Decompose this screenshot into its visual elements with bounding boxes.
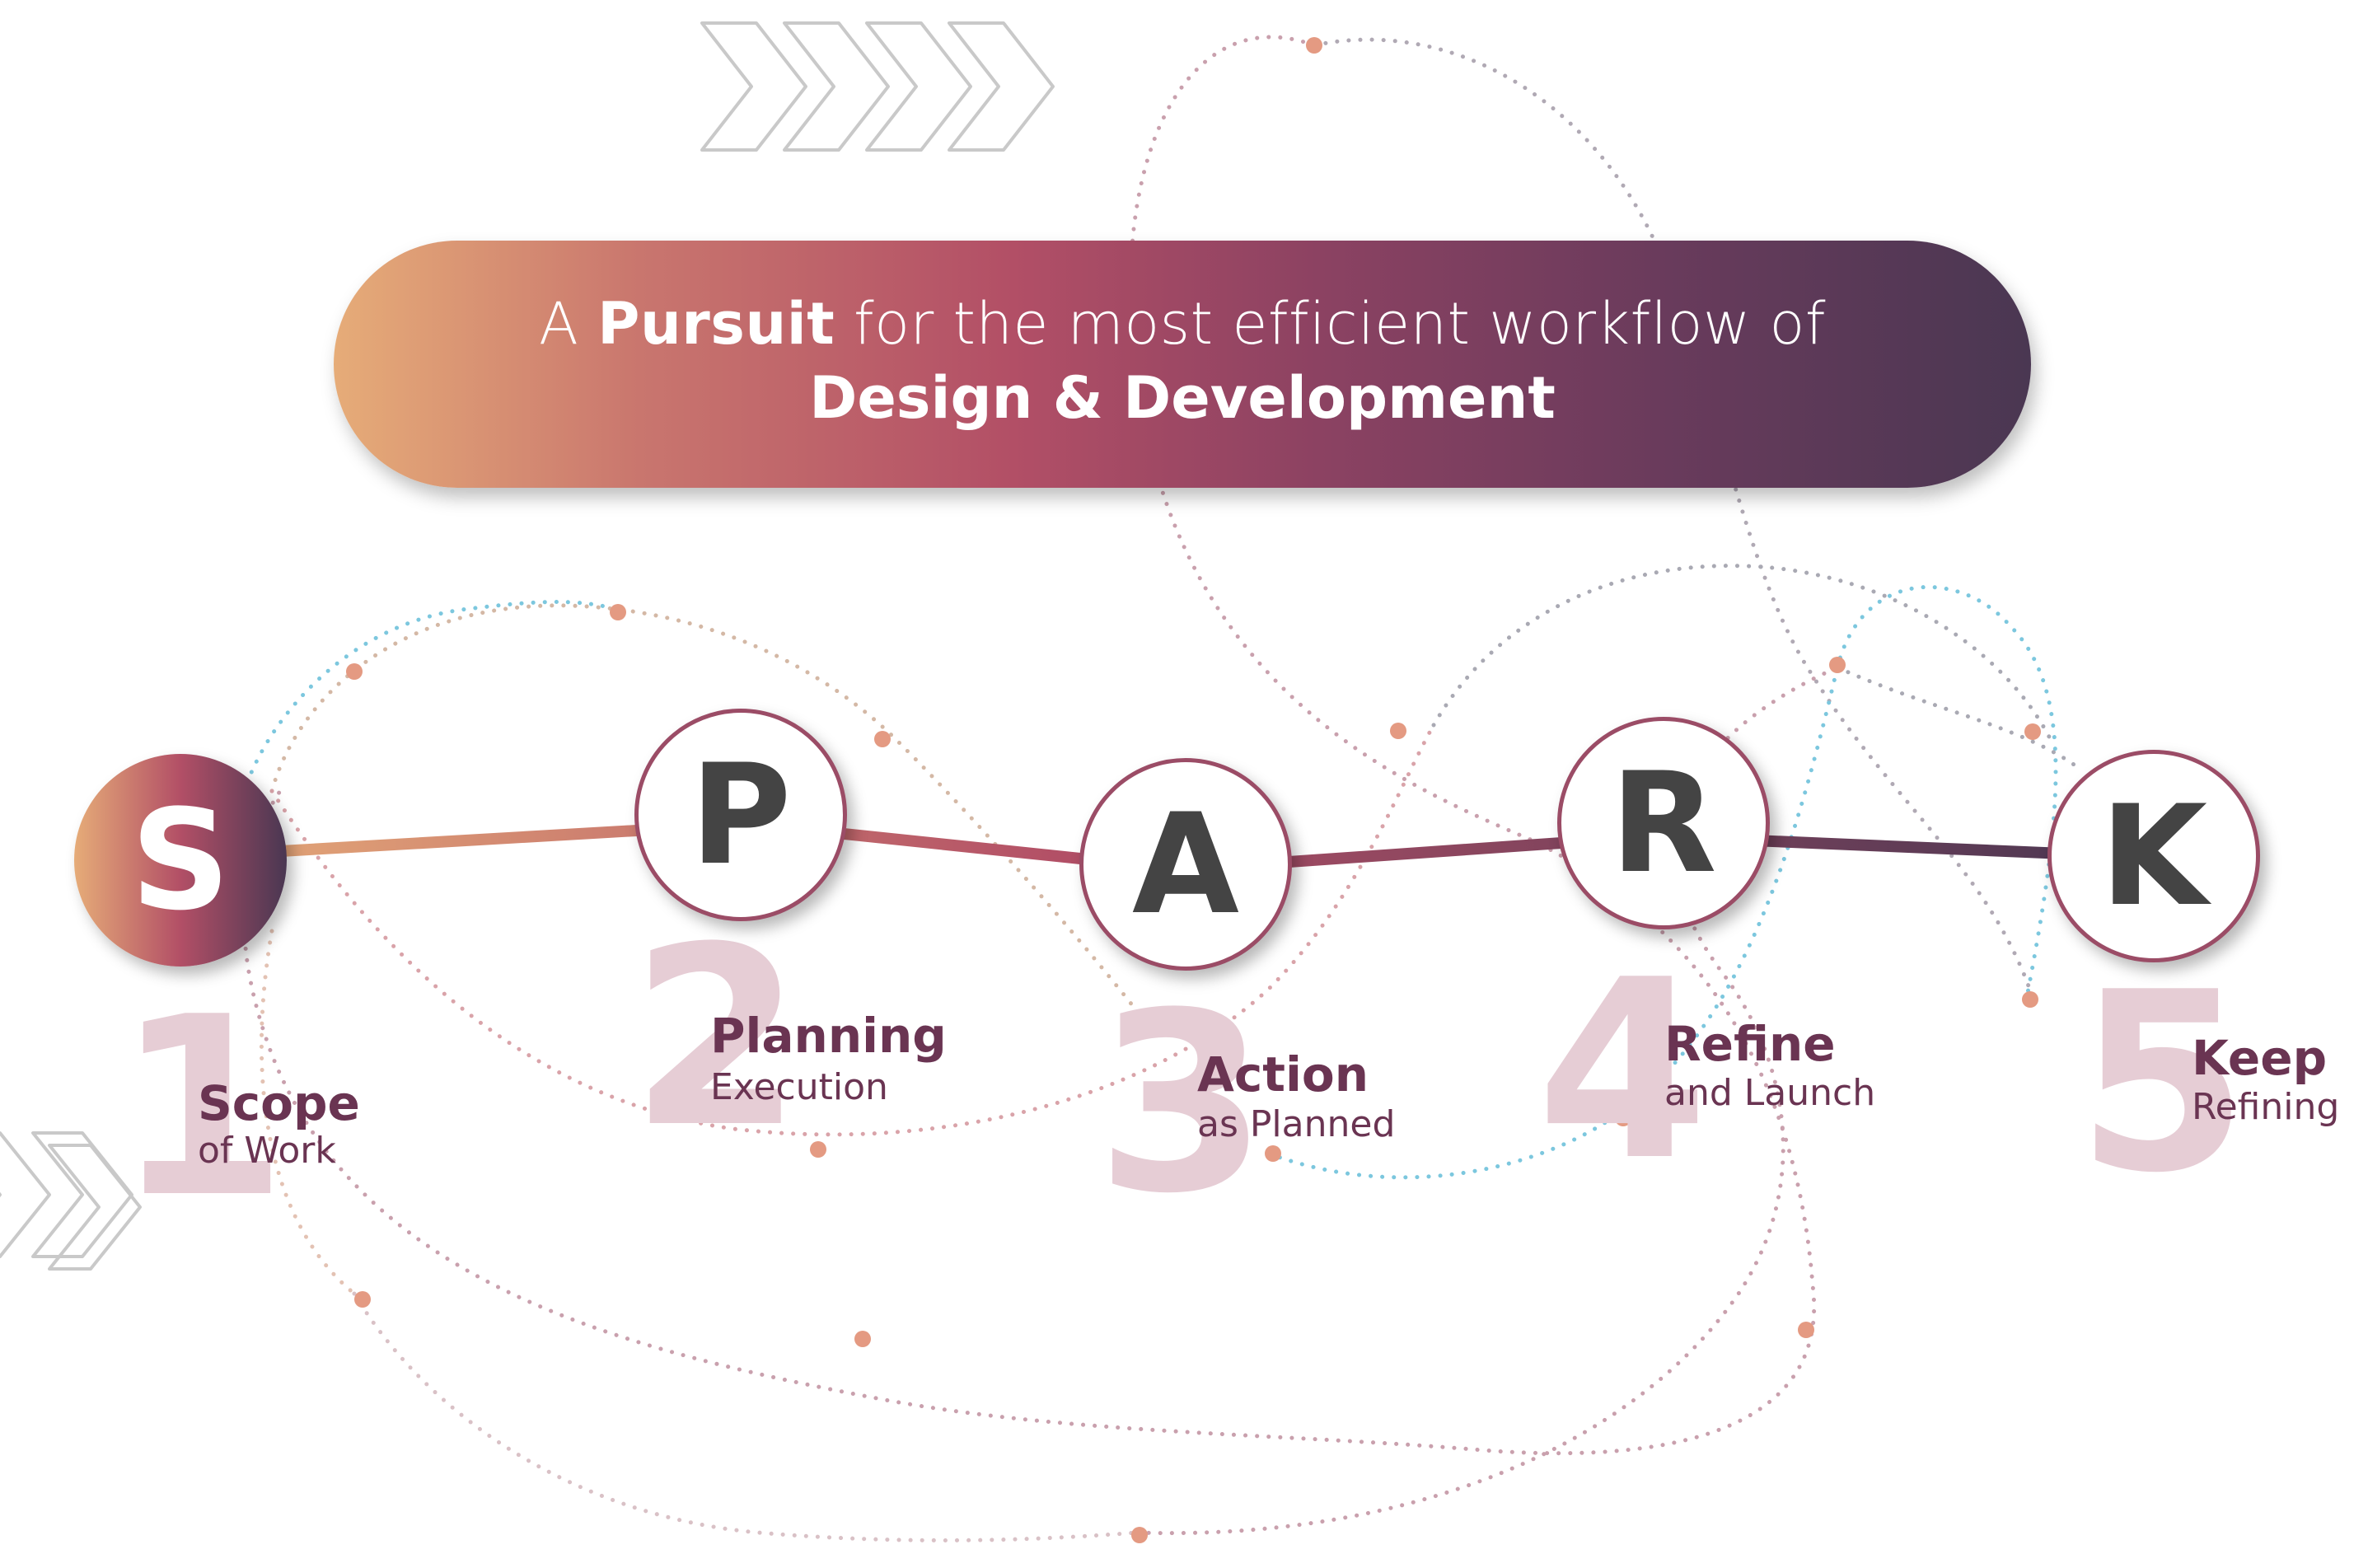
- step-2-letter: P: [690, 734, 792, 896]
- headline-prefix: A: [539, 290, 598, 358]
- step-1-title: Scope: [198, 1075, 360, 1131]
- step-4-number: 4: [1537, 927, 1709, 1215]
- step-5-node: K: [2047, 750, 2260, 962]
- top-chevrons-icon: [700, 21, 1055, 152]
- step-5-subtitle: Refining: [2192, 1086, 2340, 1128]
- step-5-letter: K: [2099, 775, 2208, 937]
- step-4-letter: R: [1610, 742, 1717, 904]
- headline-emphasis: Pursuit: [597, 290, 835, 358]
- headline-suffix: for the most efficient workflow of: [835, 290, 1826, 358]
- step-3-number: 3: [1096, 960, 1268, 1247]
- step-5-title: Keep: [2192, 1030, 2328, 1086]
- step-1-number: 1: [115, 964, 288, 1252]
- accent-dots: [346, 37, 2041, 1543]
- step-1-subtitle: of Work: [198, 1130, 336, 1172]
- step-5-number: 5: [2076, 939, 2249, 1227]
- step-3-subtitle: as Planned: [1197, 1103, 1396, 1145]
- step-4-title: Refine: [1664, 1016, 1836, 1072]
- left-chevrons-icon: [0, 1131, 142, 1271]
- step-2-number: 2: [630, 894, 803, 1182]
- step-2-node: P: [634, 709, 847, 921]
- banner-subheadline: Design & Development: [809, 364, 1556, 432]
- step-2-subtitle: Execution: [710, 1066, 888, 1108]
- step-2-title: Planning: [710, 1008, 947, 1064]
- step-4-subtitle: and Launch: [1664, 1072, 1876, 1114]
- step-1-node: S: [74, 754, 287, 967]
- step-1-letter: S: [130, 779, 231, 941]
- step-3-title: Action: [1197, 1046, 1369, 1102]
- headline-banner: A Pursuit for the most efficient workflo…: [334, 241, 2031, 488]
- step-3-letter: A: [1131, 784, 1240, 945]
- step-4-node: R: [1557, 717, 1770, 929]
- banner-headline: A Pursuit for the most efficient workflo…: [334, 290, 2031, 358]
- step-3-node: A: [1079, 758, 1292, 971]
